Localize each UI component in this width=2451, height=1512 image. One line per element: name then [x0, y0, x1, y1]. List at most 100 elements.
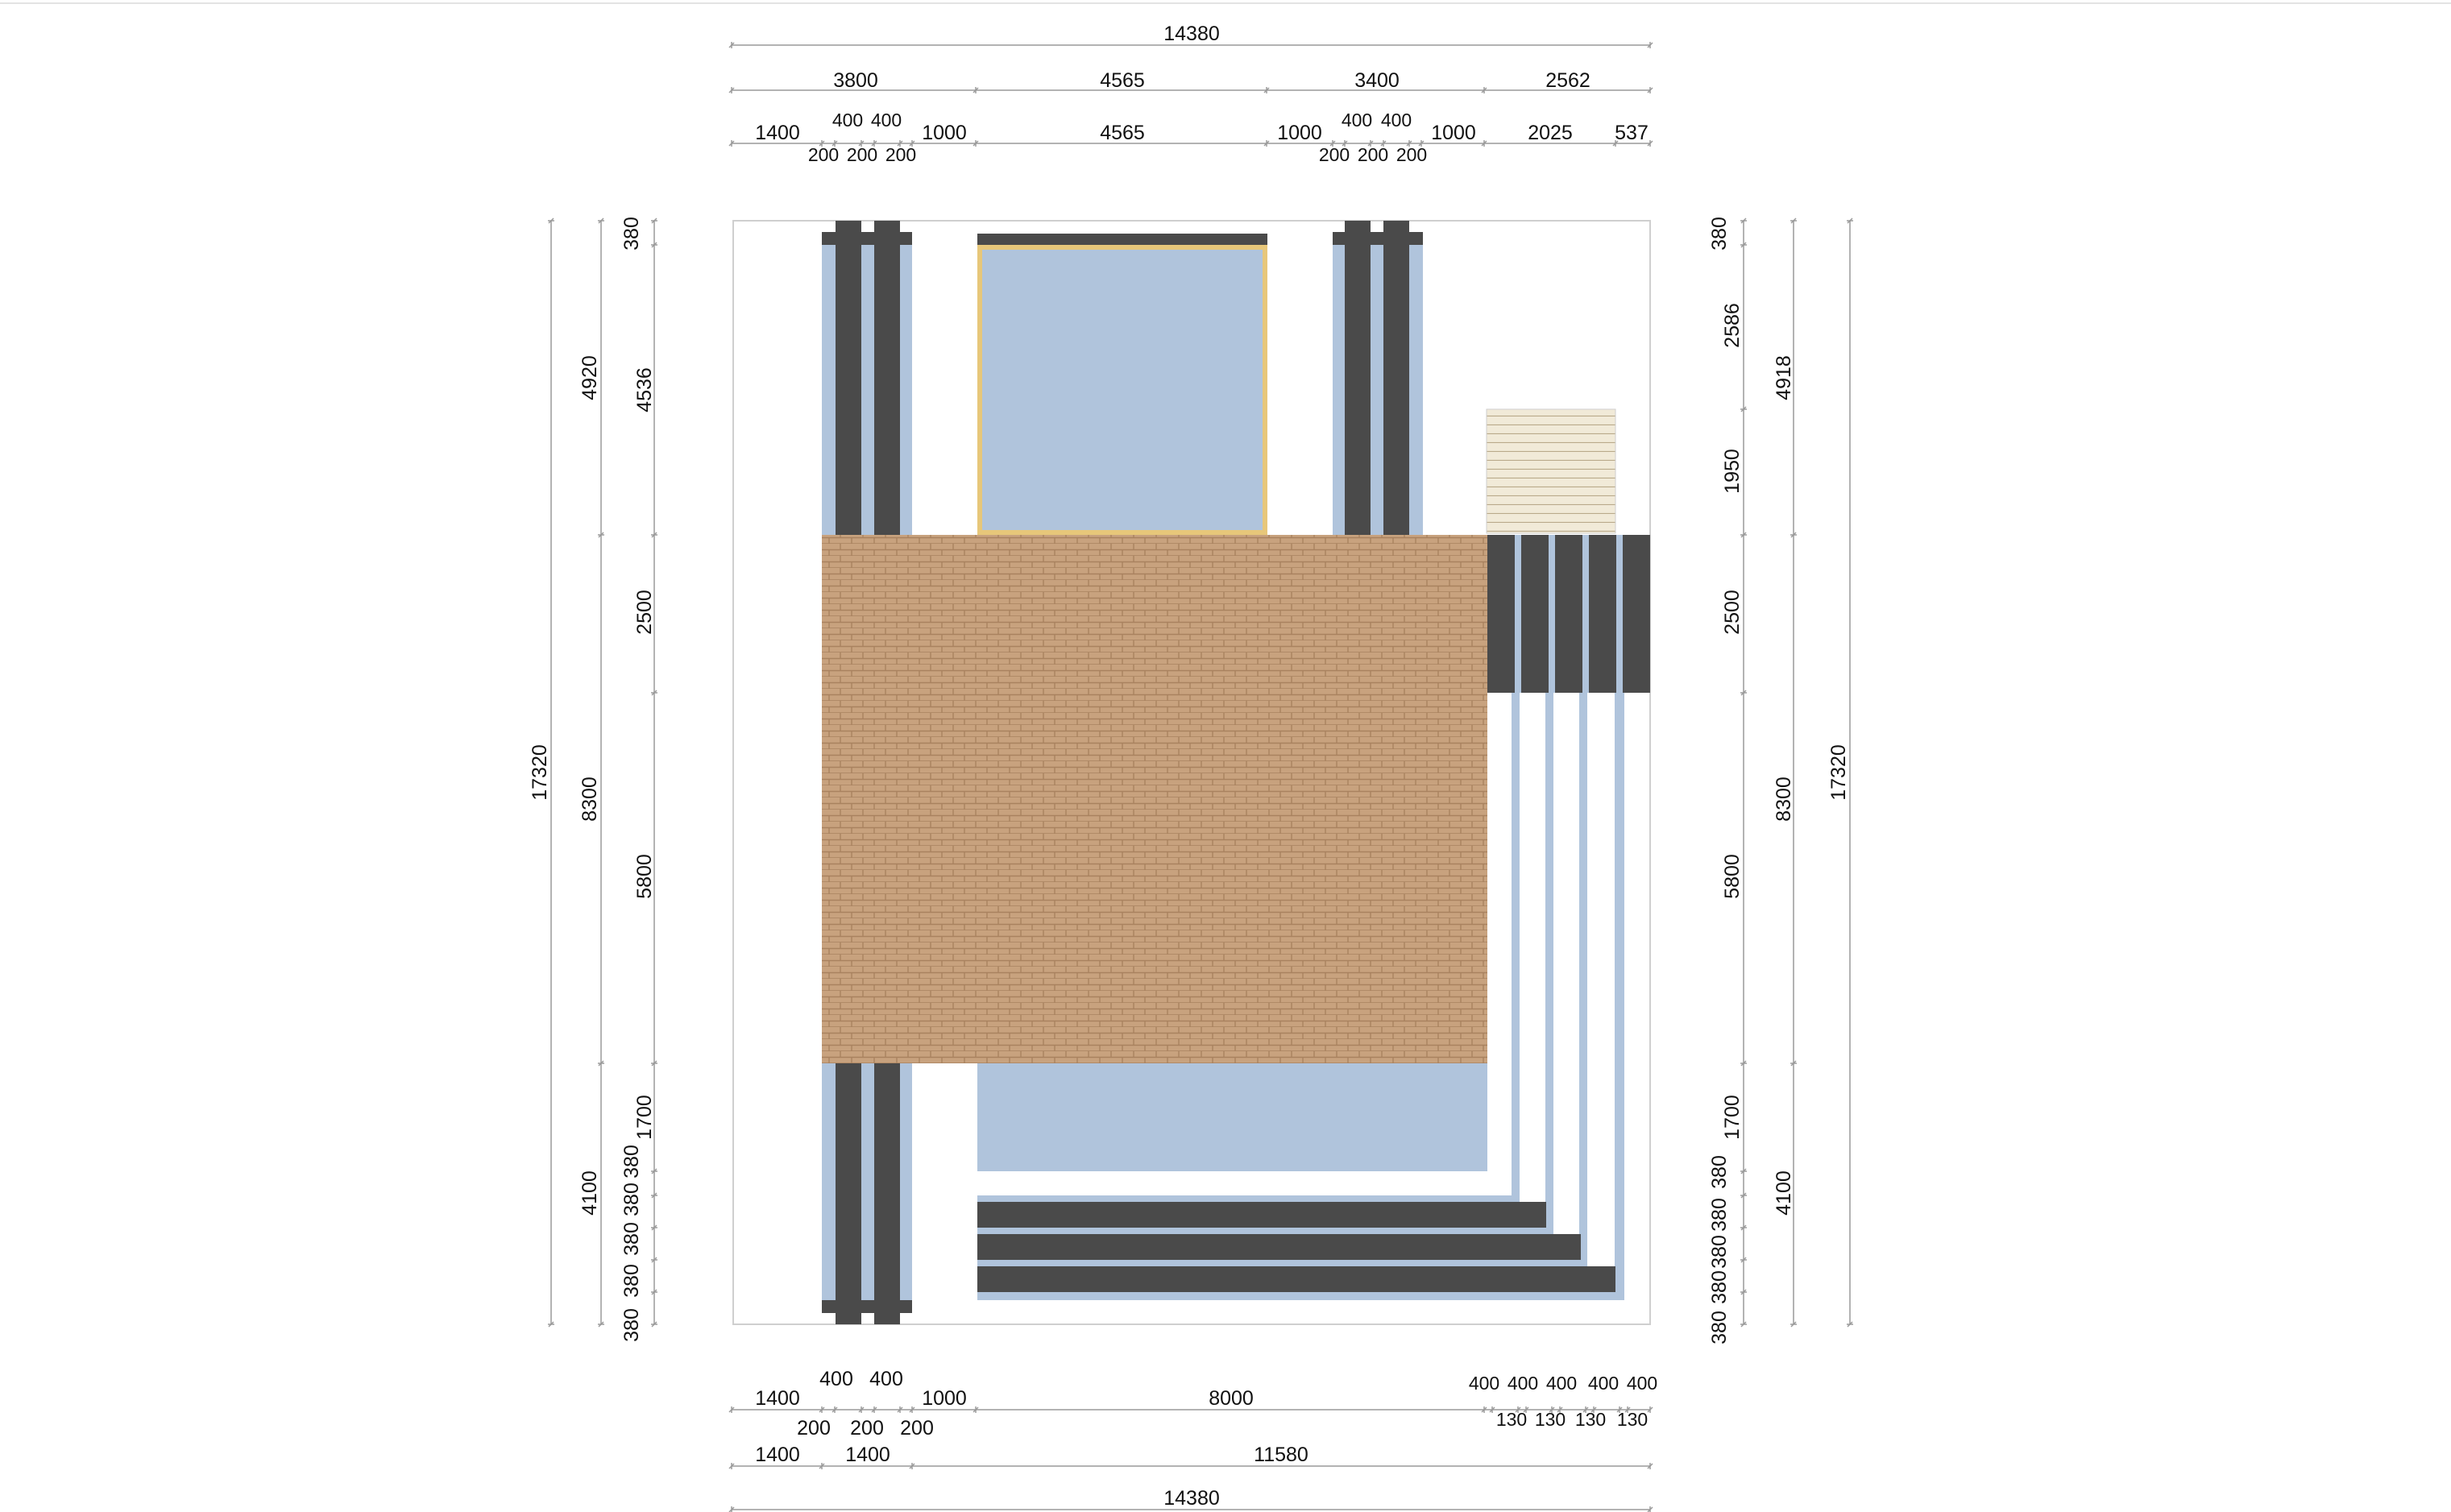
dim-right-mid-label: 4100 — [1773, 1170, 1795, 1216]
lower-bar-3 — [977, 1266, 1615, 1292]
dim-top-row2-label: 400 — [832, 110, 863, 130]
dimension-tick — [1557, 1406, 1563, 1413]
dim-left-mid-label: 4920 — [579, 355, 601, 400]
dimension-tick — [1418, 140, 1425, 147]
dim-bottom-row1-label: 1400 — [755, 1387, 800, 1410]
dimension-tick — [1342, 140, 1348, 147]
dim-right-inner-label: 1950 — [1721, 449, 1744, 494]
dim-top-row1-label: 2562 — [1545, 69, 1590, 92]
dimension-tick — [1590, 1406, 1597, 1413]
dim-top-row2-label: 4565 — [1100, 122, 1145, 144]
dim-top-row3-label: 200 — [885, 144, 916, 165]
left-post-1-upper — [836, 221, 861, 535]
dim-top-row2-label: 400 — [1342, 110, 1372, 130]
dimension-tick — [728, 1463, 735, 1469]
slat-gap-4 — [1616, 535, 1623, 693]
dim-bottom-row1-label: 400 — [1546, 1373, 1577, 1394]
dimension-tick — [651, 1257, 657, 1263]
dimension-tick — [1740, 1224, 1747, 1231]
dim-right-inner-label: 380 — [1708, 1198, 1731, 1232]
dim-bottom-row2-label: 200 — [900, 1417, 934, 1440]
dim-left-inner-label: 380 — [620, 1183, 643, 1216]
dim-right-inner-label: 380 — [1708, 1270, 1731, 1304]
dimension-tick — [1582, 1406, 1589, 1413]
left-post-2-lower — [874, 1063, 900, 1324]
dim-bottom-row1-label: 8000 — [1209, 1387, 1254, 1410]
dimension-tick — [1847, 217, 1853, 224]
left-post-2-upper — [874, 221, 900, 535]
dim-right-inner-label: 2500 — [1721, 590, 1744, 635]
channel-4 — [1615, 693, 1624, 1299]
dim-bottom-row2-label: 200 — [850, 1417, 884, 1440]
dimension-tick — [1647, 1506, 1653, 1512]
dimension-tick — [897, 1406, 903, 1413]
dim-right-mid-label: 8300 — [1773, 777, 1795, 822]
dimension-tick — [1740, 690, 1747, 696]
dim-left-mid-label: 8300 — [579, 777, 601, 822]
dim-top-row1-label: 3800 — [833, 69, 878, 92]
right-post-1 — [1345, 221, 1371, 535]
slat-gap-3 — [1582, 535, 1589, 693]
channel-1 — [1512, 693, 1520, 1202]
dimension-tick — [909, 1463, 915, 1469]
dimension-tick — [728, 1406, 735, 1413]
dimension-tick — [1647, 1463, 1653, 1469]
dim-right-mid-label: 4918 — [1773, 355, 1795, 400]
dim-left-mid-label: 4100 — [579, 1170, 601, 1216]
lower-strip-bg-2 — [977, 1228, 1553, 1234]
dimension-tick — [1647, 42, 1653, 48]
dim-left-inner-label: 380 — [620, 1222, 643, 1256]
dimension-tick — [651, 242, 657, 248]
dimension-tick — [1481, 1406, 1487, 1413]
pool-top-bar — [977, 234, 1267, 245]
dim-left-inner-label: 380 — [620, 1145, 643, 1179]
dim-left-inner-label: 380 — [620, 217, 643, 251]
dimension-tick — [871, 1406, 877, 1413]
dim-bottom-row2-label: 130 — [1496, 1409, 1527, 1430]
dimension-tick — [1616, 1406, 1623, 1413]
dimension-tick — [651, 532, 657, 538]
dimension-tick — [598, 532, 604, 538]
dim-top-row2-label: 400 — [871, 110, 902, 130]
dim-bottom-row1-label: 1000 — [922, 1387, 967, 1410]
lower-bar-2 — [977, 1234, 1581, 1260]
dimension-tick — [548, 1321, 554, 1328]
dim-left-inner-label: 380 — [620, 1308, 643, 1342]
dim-top-row2-label: 1000 — [1431, 122, 1476, 144]
dimension-tick — [1523, 1406, 1529, 1413]
dim-top-row2-label: 537 — [1615, 122, 1649, 144]
dim-top-row1-label: 4565 — [1100, 69, 1145, 92]
dim-bottom-row3-label: 1400 — [755, 1444, 800, 1466]
dimension-tick — [819, 140, 825, 147]
dimension-tick — [1740, 1168, 1747, 1174]
dimension-tick — [1481, 140, 1487, 147]
dimension-tick — [1263, 140, 1270, 147]
dimension-tick — [1406, 140, 1412, 147]
plan — [732, 220, 1651, 1325]
site-boundary — [732, 220, 1651, 1325]
slat-gap-2 — [1549, 535, 1555, 693]
dimension-tick — [1515, 1406, 1521, 1413]
dimension-tick — [909, 140, 915, 147]
dim-right-inner-label: 380 — [1708, 217, 1731, 251]
dim-bottom-row2-label: 130 — [1535, 1409, 1566, 1430]
lower-strip-bg-1 — [977, 1195, 1520, 1202]
dimension-tick — [1624, 1406, 1631, 1413]
dimension-tick — [871, 140, 877, 147]
dim-bottom-row1-label: 400 — [819, 1368, 853, 1390]
dimension-tick — [973, 140, 979, 147]
dimension-tick — [1847, 1321, 1853, 1328]
dimension-tick — [1740, 1321, 1747, 1328]
dimension-tick — [651, 1224, 657, 1231]
dimension-tick — [598, 217, 604, 224]
dim-bottom-row3-label: 1400 — [845, 1444, 890, 1466]
dim-bottom-row2-label: 130 — [1575, 1409, 1606, 1430]
dim-right-inner-label: 380 — [1708, 1235, 1731, 1269]
dim-right-inner-label: 380 — [1708, 1311, 1731, 1344]
dim-top-row2-label: 1000 — [1277, 122, 1322, 144]
dimension-tick — [819, 1406, 825, 1413]
dim-left-inner-label: 380 — [620, 1264, 643, 1298]
dimension-tick — [1740, 1192, 1747, 1199]
dimension-tick — [832, 140, 838, 147]
